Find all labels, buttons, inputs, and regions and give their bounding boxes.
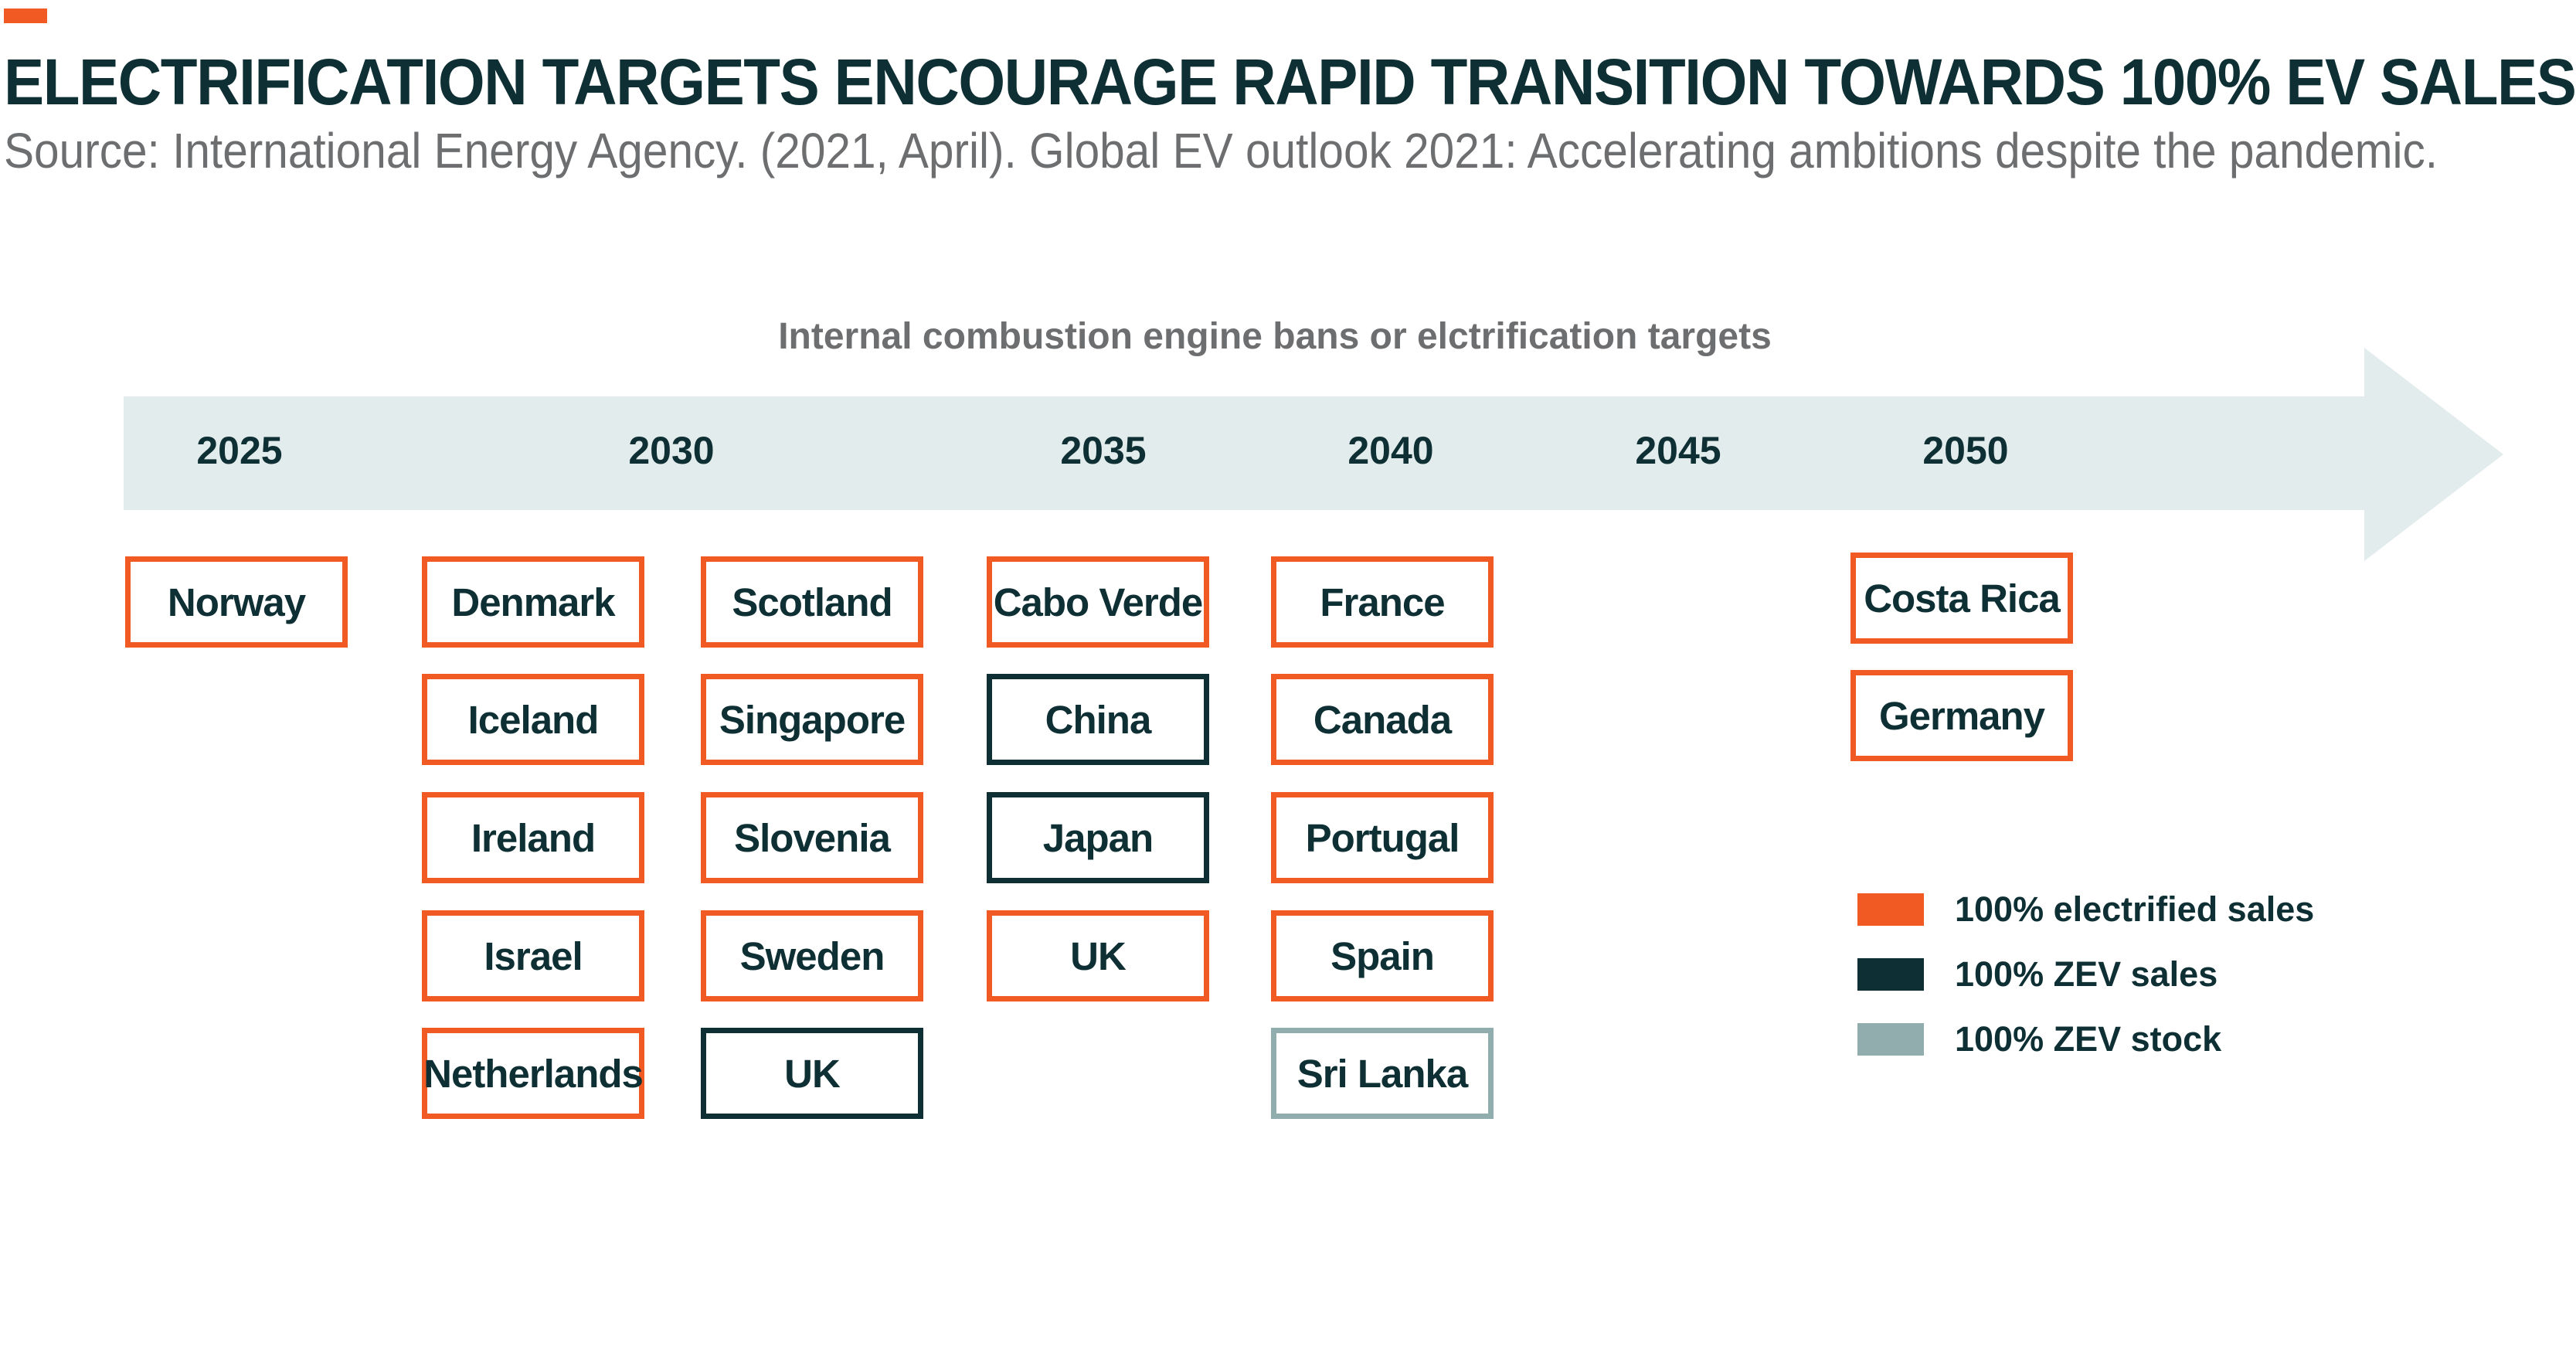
page-title: ELECTRIFICATION TARGETS ENCOURAGE RAPID … <box>4 46 2576 118</box>
target-germany-2050: Germany <box>1850 670 2073 761</box>
target-singapore-2030: Singapore <box>701 674 923 765</box>
target-iceland-2030: Iceland <box>422 674 644 765</box>
timeline-arrow <box>124 348 2503 561</box>
legend-zev-sales: 100% ZEV sales <box>1857 954 2217 994</box>
year-2045: 2045 <box>1635 429 1721 472</box>
source-citation: Source: International Energy Agency. (20… <box>4 123 2438 179</box>
target-spain-2040: Spain <box>1271 910 1494 1001</box>
target-norway-2025: Norway <box>125 556 348 648</box>
legend-zev-stock: 100% ZEV stock <box>1857 1019 2222 1059</box>
year-2025: 2025 <box>196 429 283 472</box>
accent-bar <box>4 9 47 23</box>
target-china-2035: China <box>987 674 1209 765</box>
target-cabo-verde-2035: Cabo Verde <box>987 556 1209 648</box>
target-israel-2030: Israel <box>422 910 644 1001</box>
timeline-heading: Internal combustion engine bans or elctr… <box>778 316 1772 357</box>
year-2035: 2035 <box>1060 429 1147 472</box>
target-sweden-2030: Sweden <box>701 910 923 1001</box>
target-japan-2035: Japan <box>987 792 1209 883</box>
target-slovenia-2030: Slovenia <box>701 792 923 883</box>
target-scotland-2030: Scotland <box>701 556 923 648</box>
target-netherlands-2030: Netherlands <box>422 1028 644 1119</box>
year-2050: 2050 <box>1922 429 2009 472</box>
year-2040: 2040 <box>1347 429 1434 472</box>
legend-swatch-electrified-sales <box>1857 893 1924 926</box>
target-portugal-2040: Portugal <box>1271 792 1494 883</box>
target-france-2040: France <box>1271 556 1494 648</box>
target-ireland-2030: Ireland <box>422 792 644 883</box>
legend-swatch-zev-sales <box>1857 958 1924 991</box>
legend-label: 100% ZEV stock <box>1955 1019 2222 1059</box>
target-uk-2030: UK <box>701 1028 923 1119</box>
year-2030: 2030 <box>628 429 715 472</box>
legend-label: 100% ZEV sales <box>1955 954 2218 994</box>
target-canada-2040: Canada <box>1271 674 1494 765</box>
legend-electrified-sales: 100% electrified sales <box>1857 889 2314 929</box>
target-costa-rica-2050: Costa Rica <box>1850 553 2073 644</box>
legend-label: 100% electrified sales <box>1955 889 2315 929</box>
target-denmark-2030: Denmark <box>422 556 644 648</box>
target-uk-2035: UK <box>987 910 1209 1001</box>
timeline-arrow-shape <box>124 348 2503 561</box>
target-sri-lanka-2040: Sri Lanka <box>1271 1028 1494 1119</box>
legend-swatch-zev-stock <box>1857 1023 1924 1056</box>
